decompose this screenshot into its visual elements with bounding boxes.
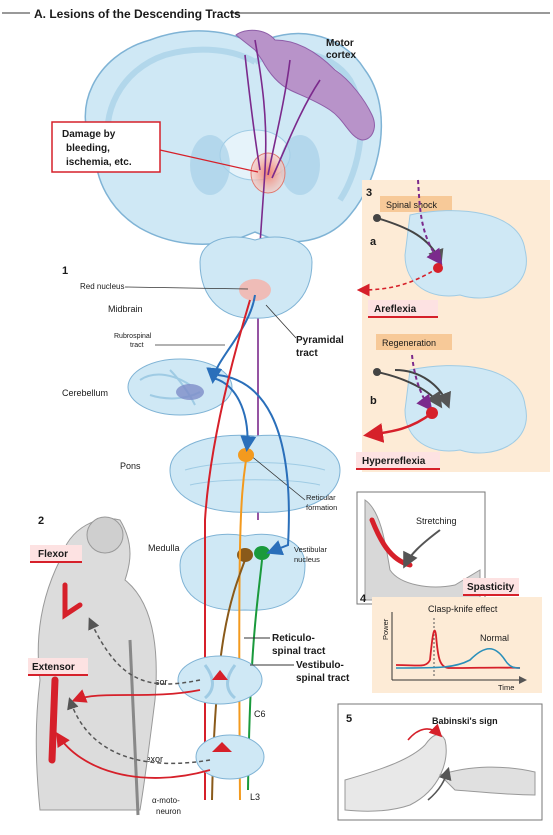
reticular-label-1: Reticular bbox=[306, 493, 336, 502]
spinal-shock-box bbox=[380, 196, 452, 212]
areflexia-box bbox=[368, 300, 438, 316]
spasticity-box bbox=[463, 578, 519, 594]
motor-cortex-label-2: cortex bbox=[326, 50, 356, 61]
babinski-label: Babinski's sign bbox=[432, 716, 498, 726]
reticulospinal-label-1: Reticulo- bbox=[272, 633, 315, 644]
damage-label-1: Damage by bbox=[62, 129, 116, 140]
hyperreflexia-label: Hyperreflexia bbox=[362, 456, 426, 467]
red-nucleus bbox=[239, 279, 271, 301]
panel-5-number: 5 bbox=[346, 713, 352, 725]
reticular-label-2: formation bbox=[306, 503, 337, 512]
damage-label-3: ischemia, etc. bbox=[66, 157, 132, 168]
regeneration-box bbox=[376, 334, 452, 350]
normal-curve bbox=[395, 647, 521, 669]
figure-title: A. Lesions of the Descending Tracts bbox=[34, 7, 241, 21]
extensor-muscle-highlight bbox=[48, 676, 59, 764]
flexor-level-label: Flexor bbox=[138, 754, 163, 764]
midbrain-label: Midbrain bbox=[108, 304, 143, 314]
power-axis-label: Power bbox=[381, 618, 390, 640]
rubrospinal-label-2: tract bbox=[130, 342, 144, 349]
vestibular-nucleus bbox=[254, 546, 270, 560]
panel-3a-label: a bbox=[370, 236, 377, 248]
stretching-label: Stretching bbox=[416, 516, 457, 526]
panel-4: Stretching 4 Spasticity Power Time Clasp… bbox=[356, 491, 542, 693]
extensor-box bbox=[28, 658, 88, 674]
regeneration-label: Regeneration bbox=[382, 338, 436, 348]
damage-callout bbox=[51, 121, 161, 173]
flexor-box-label: Flexor bbox=[38, 549, 68, 560]
reticular-nucleus-pons bbox=[238, 448, 254, 462]
damage-label-2: bleeding, bbox=[66, 143, 110, 154]
extensor-box-label: Extensor bbox=[32, 662, 75, 673]
panel-3: 3 Spinal shock a Areflexia Regeneration … bbox=[356, 179, 550, 472]
time-axis-label: Time bbox=[498, 683, 514, 692]
medulla-label: Medulla bbox=[148, 543, 180, 553]
panel-3b-label: b bbox=[370, 395, 377, 407]
vestibular-label-2: nucleus bbox=[294, 555, 320, 564]
normal-label: Normal bbox=[480, 633, 509, 643]
rubrospinal-label-1: Rubrospinal bbox=[114, 333, 152, 340]
panel-3-number: 3 bbox=[366, 187, 372, 199]
l3-label: L3 bbox=[250, 792, 260, 802]
cerebrum bbox=[84, 29, 383, 245]
spinal-cord-l3 bbox=[195, 734, 265, 780]
cerebellum-label: Cerebellum bbox=[62, 388, 108, 398]
c6-label: C6 bbox=[254, 709, 266, 719]
spastic-curve bbox=[395, 629, 521, 669]
hyperreflexia-box bbox=[356, 452, 440, 468]
pyramidal-label-2: tract bbox=[296, 348, 318, 359]
cerebellum bbox=[127, 358, 233, 416]
flexor-muscle-highlight bbox=[62, 582, 83, 620]
panel-5: 5 Babinski's sign bbox=[337, 703, 543, 821]
vestibulospinal-label-1: Vestibulo- bbox=[296, 660, 344, 671]
spasticity-label: Spasticity bbox=[467, 582, 515, 593]
areflexia-label: Areflexia bbox=[374, 304, 417, 315]
reticular-nucleus-medulla bbox=[237, 548, 253, 562]
red-nucleus-label: Red nucleus bbox=[80, 282, 124, 291]
alpha-motoneuron-label-1: α-moto- bbox=[152, 796, 180, 805]
motor-cortex-label-1: Motor bbox=[326, 38, 354, 49]
clasp-knife-label: Clasp-knife effect bbox=[428, 604, 498, 614]
alpha-motoneuron-label-2: neuron bbox=[156, 807, 181, 816]
pyramidal-label-1: Pyramidal bbox=[296, 335, 344, 346]
vestibular-label-1: Vestibular bbox=[294, 545, 327, 554]
spinal-cord-c6 bbox=[177, 655, 263, 705]
pons-label: Pons bbox=[120, 461, 141, 471]
panel-4-number: 4 bbox=[360, 593, 367, 605]
panel-1-number: 1 bbox=[62, 265, 68, 277]
reticulospinal-label-2: spinal tract bbox=[272, 646, 326, 657]
spinal-shock-label: Spinal shock bbox=[386, 200, 438, 210]
flexor-box bbox=[30, 545, 82, 561]
vestibulospinal-label-2: spinal tract bbox=[296, 673, 350, 684]
midbrain bbox=[199, 236, 313, 319]
panel-2-number: 2 bbox=[38, 515, 44, 527]
